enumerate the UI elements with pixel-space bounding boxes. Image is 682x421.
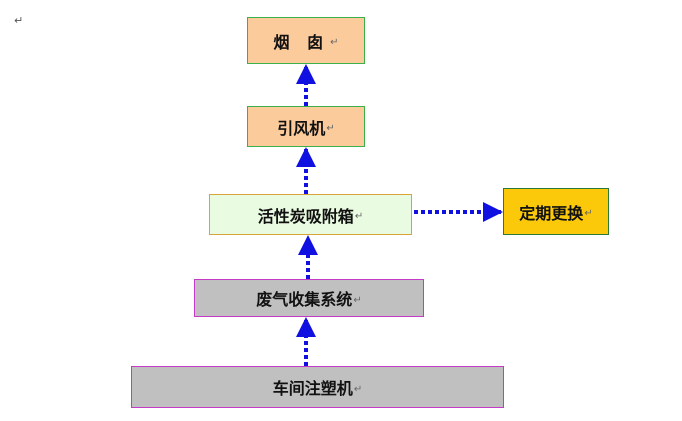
- injection-machine-node: 车间注塑机↵: [131, 366, 504, 408]
- chimney-label: 烟 囱: [273, 32, 330, 52]
- paragraph-mark: ↵: [353, 383, 363, 395]
- periodic-replacement-node: 定期更换↵: [503, 188, 609, 235]
- collection-label: 废气收集系统: [256, 290, 353, 309]
- activated-carbon-box-node: 活性炭吸附箱↵: [209, 194, 412, 235]
- induced-draft-fan-node: 引风机↵: [247, 106, 365, 147]
- paragraph-mark: ↵: [353, 294, 362, 306]
- paragraph-mark: ↵: [14, 14, 24, 27]
- fan-label: 引风机: [277, 118, 326, 138]
- carbon-box-label: 活性炭吸附箱: [257, 206, 354, 226]
- paragraph-mark: ↵: [354, 211, 364, 222]
- paragraph-mark: ↵: [584, 208, 593, 219]
- paragraph-mark: ↵: [326, 123, 335, 134]
- replace-label: 定期更换: [519, 203, 584, 223]
- gas-collection-system-node: 废气收集系统↵: [194, 279, 424, 317]
- chimney-node: 烟 囱↵: [247, 17, 365, 64]
- machine-label: 车间注塑机: [272, 379, 353, 398]
- paragraph-mark: ↵: [330, 37, 339, 48]
